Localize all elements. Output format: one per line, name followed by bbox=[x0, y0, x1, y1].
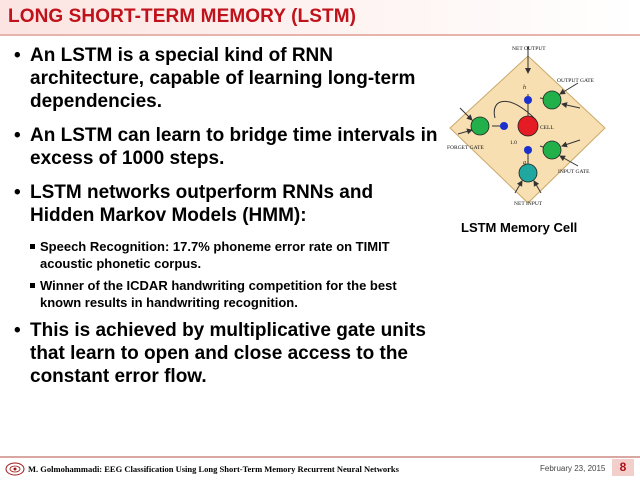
bullet-dot-icon: • bbox=[14, 125, 21, 146]
cell-node bbox=[517, 115, 539, 137]
sub-bullet-text: Speech Recognition: 17.7% phoneme error … bbox=[40, 239, 390, 271]
sub-bullet-item: Winner of the ICDAR handwriting competit… bbox=[14, 277, 439, 311]
lstm-cell-diagram: NET OUTPUT OUTPUT GATE CELL FORGET GATE … bbox=[447, 46, 606, 207]
net-output-label: NET OUTPUT bbox=[512, 46, 546, 52]
weight-label: 1.0 bbox=[510, 140, 517, 146]
bullet-item: • An LSTM is a special kind of RNN archi… bbox=[14, 44, 439, 113]
forget-gate-node bbox=[470, 116, 490, 136]
bullet-dot-icon: • bbox=[14, 182, 21, 203]
input-gate-input-arrow bbox=[561, 139, 581, 148]
bullet-dot-icon: • bbox=[14, 320, 21, 341]
slide-title: LONG SHORT-TERM MEMORY (LSTM) bbox=[8, 6, 357, 27]
bullet-item: • LSTM networks outperform RNNs and Hidd… bbox=[14, 181, 439, 227]
bullet-text: This is achieved by multiplicative gate … bbox=[30, 320, 426, 387]
bullet-list: • An LSTM is a special kind of RNN archi… bbox=[14, 44, 439, 399]
h-label: h bbox=[523, 85, 526, 91]
square-bullet-icon bbox=[30, 244, 35, 249]
bullet-text: LSTM networks outperform RNNs and Hidden… bbox=[30, 182, 374, 226]
footer-divider bbox=[0, 456, 640, 458]
input-gate-input-arrow bbox=[559, 155, 579, 167]
net-input-label: NET INPUT bbox=[514, 201, 543, 207]
output-gate-node bbox=[542, 90, 562, 110]
diagram-caption: LSTM Memory Cell bbox=[461, 220, 578, 235]
net-input-node bbox=[518, 163, 538, 183]
bullet-text: An LSTM is a special kind of RNN archite… bbox=[30, 45, 416, 112]
footer-citation: M. Golmohammadi: EEG Classification Usin… bbox=[28, 464, 399, 474]
page-number: 8 bbox=[612, 459, 634, 476]
self-loop-line bbox=[493, 100, 537, 121]
sub-bullet-item: Speech Recognition: 17.7% phoneme error … bbox=[14, 238, 439, 272]
input-multiplier-node bbox=[524, 146, 532, 154]
footer-date: February 23, 2015 bbox=[540, 464, 606, 473]
bullet-text: An LSTM can learn to bridge time interva… bbox=[30, 125, 438, 169]
net-input-arrow bbox=[514, 180, 523, 194]
bullet-item: • This is achieved by multiplicative gat… bbox=[14, 319, 439, 388]
net-input-arrow bbox=[533, 180, 542, 194]
forget-input-arrow bbox=[459, 107, 473, 121]
g-label: g bbox=[523, 160, 526, 166]
input-gate-label: INPUT GATE bbox=[558, 169, 590, 175]
output-multiplier-node bbox=[524, 96, 532, 104]
input-gate-node bbox=[542, 140, 562, 160]
university-logo-icon bbox=[5, 462, 25, 476]
bullet-dot-icon: • bbox=[14, 45, 21, 66]
forget-multiplier-node bbox=[500, 122, 508, 130]
forget-gate-label: FORGET GATE bbox=[447, 145, 484, 151]
output-gate-input-arrow bbox=[559, 82, 579, 95]
sub-bullet-text: Winner of the ICDAR handwriting competit… bbox=[40, 278, 397, 310]
square-bullet-icon bbox=[30, 283, 35, 288]
title-bar bbox=[0, 0, 640, 34]
cell-label: CELL bbox=[540, 125, 554, 131]
footer: M. Golmohammadi: EEG Classification Usin… bbox=[0, 456, 640, 480]
output-gate-input-arrow bbox=[561, 102, 581, 109]
forget-input-arrow bbox=[457, 128, 473, 135]
sub-bullet-list: Speech Recognition: 17.7% phoneme error … bbox=[14, 238, 439, 311]
output-gate-label: OUTPUT GATE bbox=[557, 78, 595, 84]
bullet-item: • An LSTM can learn to bridge time inter… bbox=[14, 124, 439, 170]
title-divider bbox=[0, 34, 640, 36]
